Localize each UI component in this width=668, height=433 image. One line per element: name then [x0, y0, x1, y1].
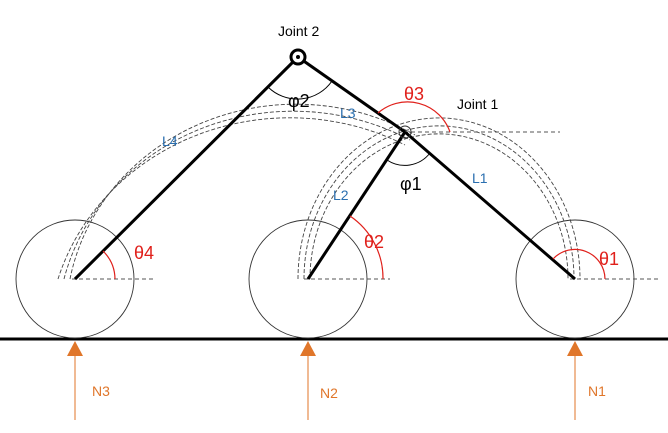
theta2-arc — [349, 215, 384, 280]
joint1-marker — [398, 125, 412, 139]
link-l2-label: L2 — [333, 187, 349, 203]
phi2-label: φ2 — [288, 91, 310, 111]
joint1-label: Joint 1 — [457, 96, 498, 112]
theta1-label: θ1 — [599, 249, 619, 269]
wheel-left — [15, 219, 135, 339]
link-l2 — [306, 131, 407, 280]
force-arrow-n1 — [567, 341, 583, 420]
link-l3 — [297, 55, 406, 134]
link-l1 — [404, 130, 576, 281]
joint2-center — [296, 55, 300, 59]
force-n2-label: N2 — [320, 385, 338, 401]
joint2-label: Joint 2 — [278, 23, 319, 39]
link-l3-label: L3 — [340, 105, 356, 121]
force-n1-label: N1 — [588, 383, 606, 399]
theta3-arc — [377, 101, 451, 133]
force-arrow-n3 — [67, 341, 83, 420]
force-arrow-n2 — [300, 341, 316, 420]
phi2-arc — [267, 80, 333, 100]
theta1-arc — [552, 248, 606, 280]
theta2-label: θ2 — [364, 232, 384, 252]
phi1-label: φ1 — [400, 174, 422, 194]
force-n3-label: N3 — [92, 383, 110, 399]
link-l4-label: L4 — [162, 133, 178, 149]
workspace-arc-large — [57, 103, 416, 280]
phi1-arc — [386, 152, 431, 166]
link-l1-label: L1 — [472, 170, 488, 186]
theta4-arc — [102, 250, 116, 280]
link-l4 — [73, 55, 300, 281]
theta3-label: θ3 — [404, 84, 424, 104]
theta4-label: θ4 — [134, 243, 154, 263]
workspace-arc-small — [297, 117, 581, 280]
